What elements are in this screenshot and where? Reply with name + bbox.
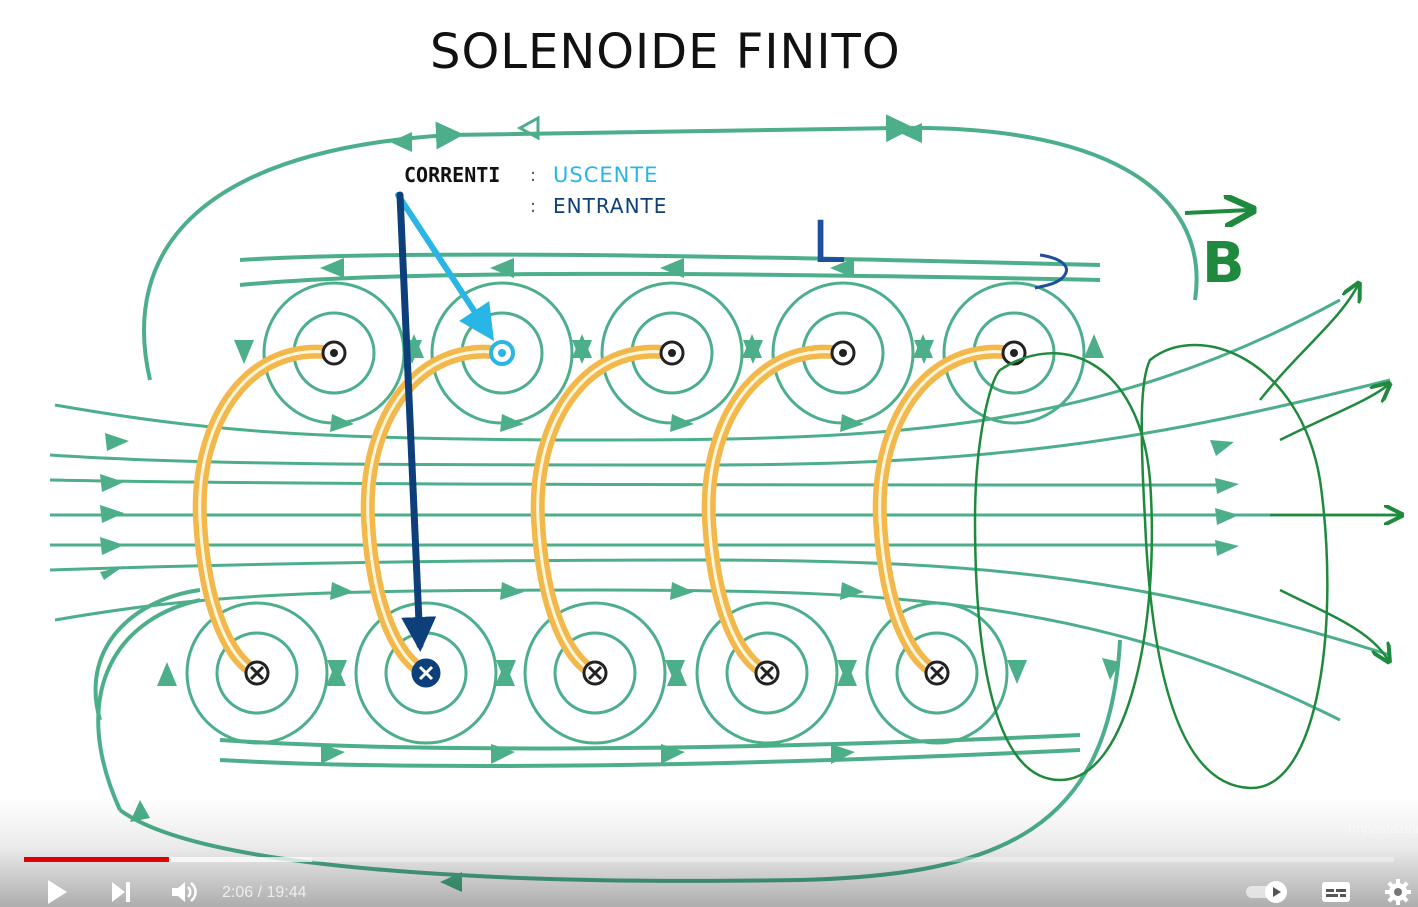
volume-icon: [172, 882, 197, 902]
outer-field-arrows: [130, 115, 1120, 892]
wire-crosses-incoming: [244, 658, 950, 688]
autoplay-toggle[interactable]: [1242, 874, 1294, 907]
legend-incoming: ENTRANTE: [553, 194, 667, 218]
next-button[interactable]: [100, 874, 140, 907]
legend-separator-2: :: [530, 196, 536, 217]
axial-field-arrows: [100, 433, 1239, 580]
axial-field-lines: [49, 298, 1400, 722]
time-display: 2:06 / 19:44: [222, 884, 307, 901]
label-L: L: [812, 208, 844, 276]
gear-icon: [1385, 879, 1411, 905]
wire-field-arrows: [157, 258, 1104, 764]
legend-heading: CORRENTI: [404, 163, 500, 187]
legend-arrows: [395, 191, 494, 652]
next-icon: [112, 882, 130, 902]
progress-bar[interactable]: [24, 857, 1394, 862]
play-icon: [48, 880, 67, 904]
solenoid-coil: [192, 344, 1021, 680]
legend-separator-1: :: [530, 165, 536, 186]
controls-gradient: [0, 797, 1418, 907]
label-B: B: [1202, 231, 1245, 296]
video-title: SOLENOIDE FINITO: [430, 24, 901, 80]
play-button[interactable]: [36, 874, 76, 907]
vector-arrow-icon: [1184, 210, 1250, 213]
legend-outgoing: USCENTE: [553, 163, 658, 187]
progress-played: [24, 857, 170, 862]
loop-L-direction-icon: [1034, 253, 1068, 290]
settings-tooltip: Impostazioni: [1336, 812, 1418, 844]
b-vector-field-lines: [1259, 285, 1400, 660]
b-field-sketch-loops: [973, 343, 1329, 790]
subtitles-button[interactable]: [1314, 874, 1358, 907]
subtitles-icon: [1322, 882, 1350, 902]
outer-field-lines: [93, 114, 1199, 883]
mute-button[interactable]: [162, 874, 206, 907]
settings-button[interactable]: [1378, 874, 1418, 907]
autoplay-toggle-icon: [1246, 881, 1287, 903]
